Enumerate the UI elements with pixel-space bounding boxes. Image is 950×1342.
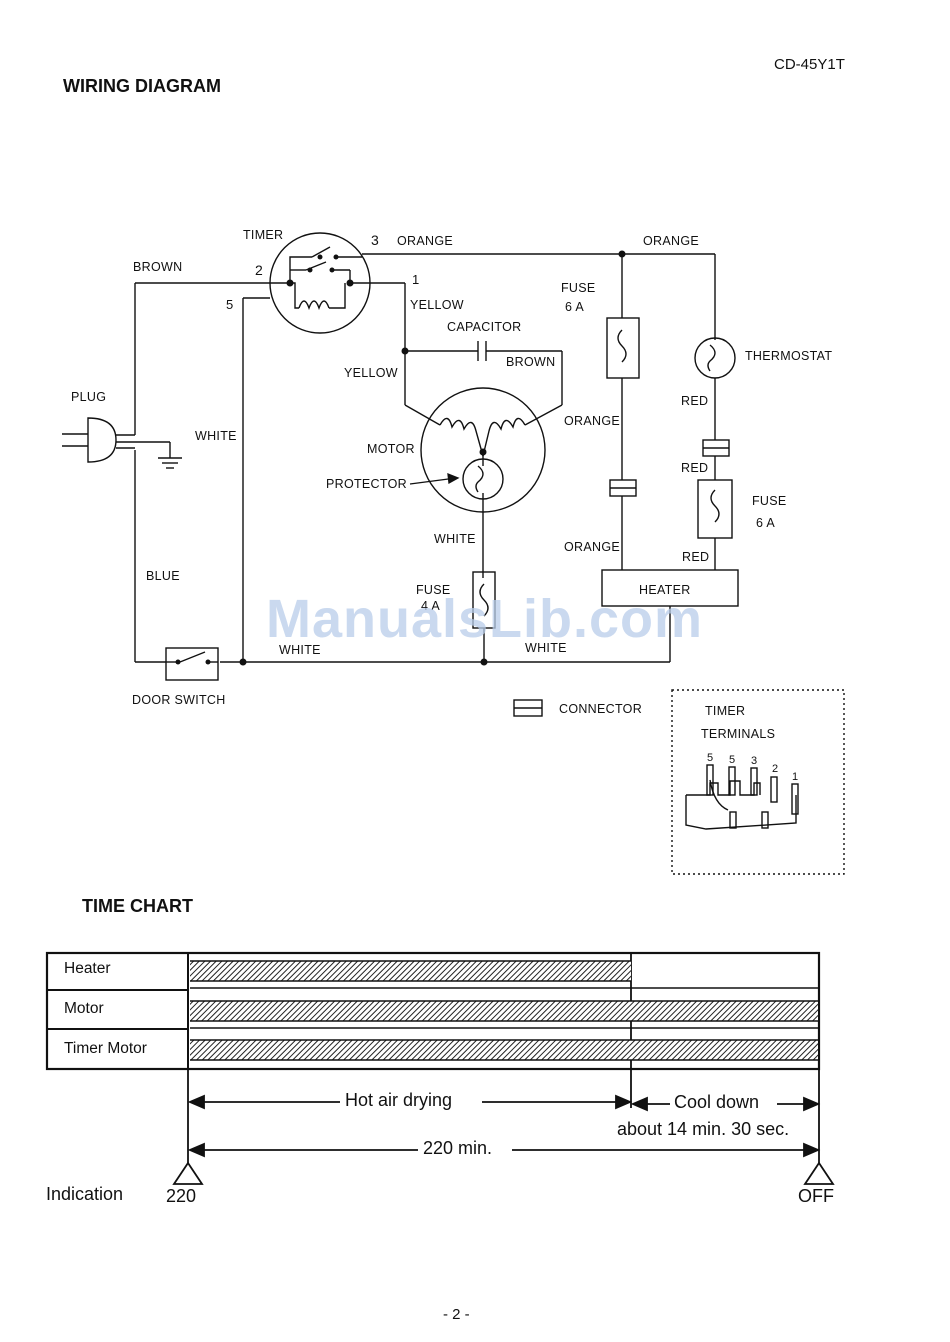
label-cool-down: Cool down [674,1092,760,1112]
label-term-5: 5 [226,297,234,312]
label-start-indication: 220 [166,1186,197,1206]
label-orange-right-top: ORANGE [643,234,699,248]
label-white-bottom-left: WHITE [279,643,321,657]
model-number: CD-45Y1T [774,56,845,73]
door-switch-body [165,647,219,681]
time-chart [45,951,835,1185]
time-chart-title: TIME CHART [82,896,193,916]
protector-arrow [409,472,460,485]
row-label-timer-motor: Timer Motor [64,1040,147,1057]
label-yellow-top: YELLOW [410,298,464,312]
label-timer: TIMER [243,228,284,242]
label-total-duration: 220 min. [423,1138,493,1158]
motor-bar [190,1001,818,1021]
heater-bar [190,961,631,981]
label-motor: MOTOR [367,442,415,456]
page-title: WIRING DIAGRAM [63,76,221,96]
label-red-3: RED [682,550,710,564]
label-brown-left: BROWN [133,260,183,274]
label-timer-terminals-2: TERMINALS [701,727,776,741]
row-label-heater: Heater [64,960,111,977]
label-fuse-right: FUSE [752,494,787,508]
label-term-3: 3 [371,232,380,248]
label-fuse-bottom-rating: 4 A [421,599,440,613]
label-tt-1: 1 [792,771,799,783]
label-yellow-left: YELLOW [344,366,398,380]
label-heater: HEATER [639,583,691,597]
page-number: - 2 - [443,1306,470,1323]
label-orange-low: ORANGE [564,540,620,554]
label-blue: BLUE [146,569,180,583]
label-white-bottom-right: WHITE [525,641,567,655]
end-marker [803,1161,835,1185]
label-orange-top: ORANGE [397,234,453,248]
label-end-indication: OFF [798,1186,834,1206]
label-fuse-right-rating: 6 A [756,516,775,530]
label-capacitor: CAPACITOR [447,320,522,334]
label-fuse-mid: FUSE [561,281,596,295]
thermostat-body [694,337,736,379]
row-label-motor: Motor [64,1000,104,1017]
label-orange-mid: ORANGE [564,414,620,428]
label-tt-2: 2 [772,763,779,775]
label-hot-air-drying: Hot air drying [345,1090,453,1110]
label-tt-5a: 5 [707,752,714,764]
label-fuse-mid-rating: 6 A [565,300,584,314]
label-connector: CONNECTOR [559,702,643,716]
label-red-2: RED [681,461,709,475]
label-red-1: RED [681,394,709,408]
start-marker [172,1161,204,1185]
label-tt-5b: 5 [729,754,736,766]
label-term-2: 2 [255,262,264,278]
junction-dots [175,250,626,666]
label-white-left: WHITE [195,429,237,443]
wiring-diagram [62,232,845,875]
timer-motor-bar [190,1040,818,1060]
watermark: ManualsLib.com [266,589,704,649]
label-timer-terminals-1: TIMER [705,704,746,718]
label-term-1: 1 [412,272,420,287]
label-cool-duration: about 14 min. 30 sec. [617,1119,790,1139]
label-thermostat: THERMOSTAT [745,349,833,363]
label-plug: PLUG [71,390,107,404]
label-protector: PROTECTOR [326,477,407,491]
label-fuse-bottom: FUSE [416,583,451,597]
label-white-motor: WHITE [434,532,476,546]
label-brown-cap: BROWN [506,355,556,369]
label-indication: Indication [46,1184,124,1204]
plug-body [87,417,117,463]
label-door-switch: DOOR SWITCH [132,693,226,707]
label-tt-3: 3 [751,755,758,767]
